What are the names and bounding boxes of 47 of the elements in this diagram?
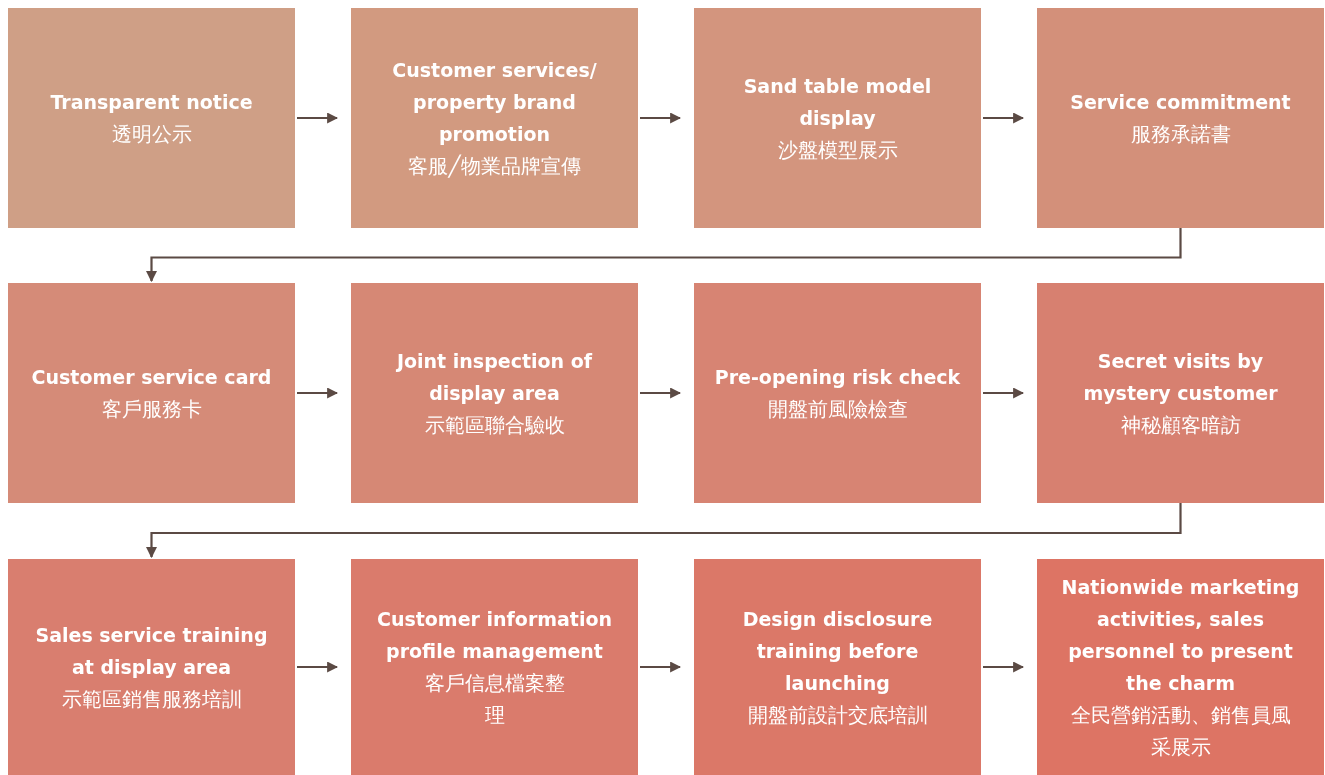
step-title: Joint inspection of display area — [395, 349, 594, 406]
process-box — [8, 8, 295, 228]
step-title: Design disclosure training before launching — [741, 607, 934, 696]
arrow — [640, 661, 682, 673]
process-box — [1037, 283, 1324, 503]
step-title: Service commitment — [1070, 90, 1291, 115]
arrow — [297, 387, 339, 399]
step-title: Customer information profile management — [375, 607, 614, 664]
step-title: Secret visits by mystery customer — [1082, 349, 1279, 406]
step-subtitle: 示範區聯合驗收 — [424, 412, 565, 439]
step-title: Sand table model display — [742, 74, 933, 131]
step-subtitle: 示範區銷售服務培訓 — [61, 686, 242, 713]
process-box — [1037, 559, 1324, 775]
step-subtitle: 透明公示 — [111, 121, 192, 148]
step-title: Transparent notice — [50, 90, 253, 115]
process-box — [694, 559, 981, 775]
arrow — [640, 387, 682, 399]
step-title: Pre-opening risk check — [714, 365, 961, 390]
process-box — [351, 8, 638, 228]
step-title: Customer services/ property brand promotion — [391, 58, 598, 147]
arrow — [146, 503, 1182, 559]
process-box — [351, 283, 638, 503]
process-box — [694, 8, 981, 228]
step-subtitle: 開盤前設計交底培訓 — [747, 702, 928, 729]
step-subtitle: 客服╱物業品牌宣傳 — [408, 153, 581, 180]
step-subtitle: 沙盤模型展示 — [777, 137, 898, 164]
process-box — [8, 559, 295, 775]
step-subtitle: 客戶信息檔案整理 — [423, 670, 566, 729]
arrow — [983, 112, 1025, 124]
process-box — [694, 283, 981, 503]
arrow — [983, 387, 1025, 399]
step-title: Nationwide marketing activities, sales personnel to present the charm — [1060, 575, 1301, 696]
arrow — [146, 228, 1182, 283]
process-box — [1037, 8, 1324, 228]
step-subtitle: 神秘顧客暗訪 — [1120, 412, 1241, 439]
arrow — [640, 112, 682, 124]
step-subtitle: 全民營銷活動、銷售員風采展示 — [1070, 702, 1291, 761]
arrow — [297, 661, 339, 673]
step-title: Sales service training at display area — [34, 623, 269, 680]
step-title: Customer service card — [31, 365, 272, 390]
step-subtitle: 客戶服務卡 — [101, 396, 202, 423]
step-subtitle: 開盤前風險檢查 — [767, 396, 908, 423]
arrow — [983, 661, 1025, 673]
arrow — [297, 112, 339, 124]
process-box — [351, 559, 638, 775]
step-subtitle: 服務承諾書 — [1130, 121, 1231, 148]
process-box — [8, 283, 295, 503]
